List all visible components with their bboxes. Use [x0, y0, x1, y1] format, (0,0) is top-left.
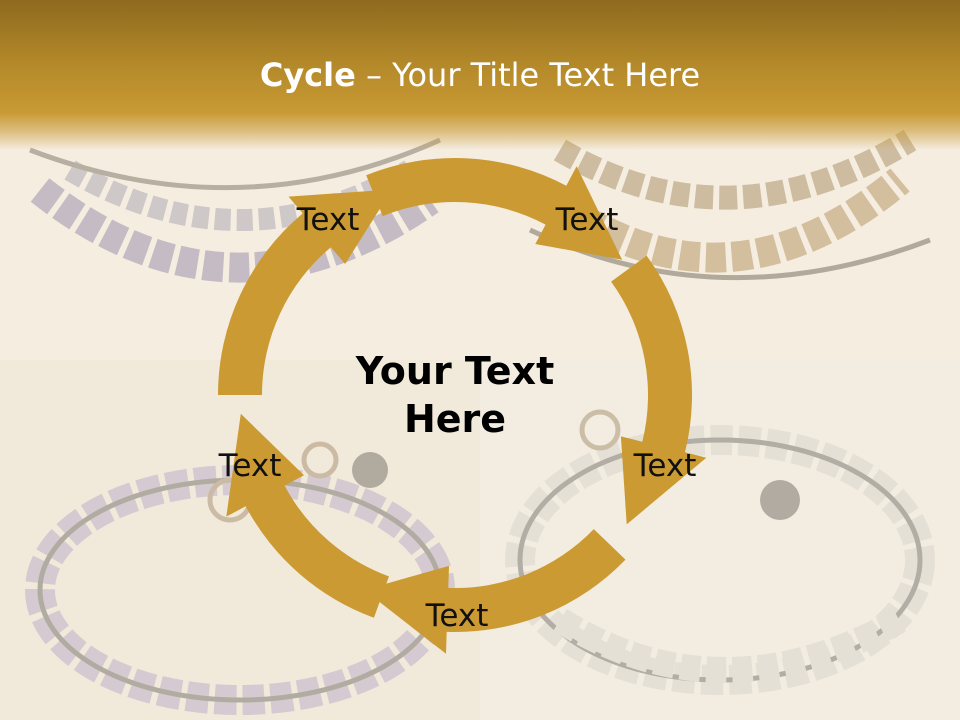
title-band	[0, 0, 960, 150]
cycle-arrow-right	[611, 255, 707, 525]
cycle-arrow-bottom-left	[226, 413, 389, 618]
cycle-arrow-bottom-right	[364, 529, 626, 654]
step-label-top-left: Text	[296, 202, 360, 238]
step-label-top-right: Text	[555, 202, 619, 238]
slide-title: Cycle – Your Title Text Here	[0, 54, 960, 96]
step-label-right: Text	[633, 448, 697, 484]
cycle-arrow-top	[366, 157, 623, 260]
cycle-arrow-left	[218, 189, 393, 395]
slide-title-bold: Cycle	[259, 56, 356, 94]
center-text: Your Text Here	[325, 347, 585, 443]
center-text-line2: Here	[403, 397, 507, 441]
step-label-bottom: Text	[425, 598, 489, 634]
center-text-line1: Your Text	[355, 349, 555, 393]
slide-title-rest: – Your Title Text Here	[355, 56, 701, 94]
step-label-left: Text	[218, 448, 282, 484]
